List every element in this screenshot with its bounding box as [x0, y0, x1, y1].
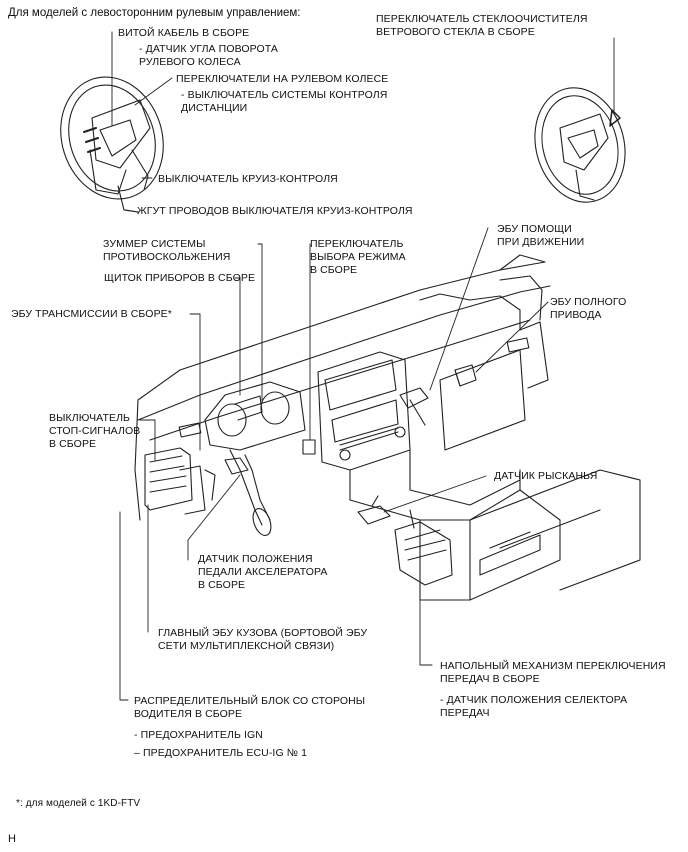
- label-mode-switch-cont2: В СБОРЕ: [310, 264, 358, 276]
- label-buzzer: ЗУММЕР СИСТЕМЫ: [103, 238, 206, 250]
- label-ecm: ЭБУ ТРАНСМИССИИ В СБОРЕ*: [11, 308, 172, 320]
- label-fuse-ign: - ПРЕДОХРАНИТЕЛЬ IGN: [134, 729, 263, 741]
- label-stop-lamp-switch-cont2: В СБОРЕ: [49, 438, 97, 450]
- label-drive-assist-ecu: ЭБУ ПОМОЩИ: [497, 223, 572, 235]
- label-mode-switch-cont: ВЫБОРА РЕЖИМА: [310, 251, 406, 263]
- label-cruise-harness: ЖГУТ ПРОВОДОВ ВЫКЛЮЧАТЕЛЯ КРУИЗ-КОНТРОЛЯ: [137, 205, 413, 217]
- label-shift-lever: НАПОЛЬНЫЙ МЕХАНИЗМ ПЕРЕКЛЮЧЕНИЯ: [440, 660, 666, 672]
- label-yaw-sensor: ДАТЧИК РЫСКАНЬЯ: [494, 470, 598, 482]
- label-shift-sensor-cont: ПЕРЕДАЧ: [440, 707, 490, 719]
- steering-wheel-right-illustration: [534, 87, 626, 203]
- label-steering-pad-switches: ПЕРЕКЛЮЧАТЕЛИ НА РУЛЕВОМ КОЛЕСЕ: [176, 73, 389, 85]
- label-drive-assist-ecu-cont: ПРИ ДВИЖЕНИИ: [497, 236, 585, 248]
- label-wiper-switch: ПЕРЕКЛЮЧАТЕЛЬ СТЕКЛООЧИСТИТЕЛЯ: [376, 13, 588, 25]
- steering-wheel-left-illustration: [60, 76, 164, 213]
- label-mode-switch: ПЕРЕКЛЮЧАТЕЛЬ: [310, 238, 404, 250]
- label-junction-block-cont: ВОДИТЕЛЯ В СБОРЕ: [134, 708, 243, 720]
- label-body-ecu: ГЛАВНЫЙ ЭБУ КУЗОВА (БОРТОВОЙ ЭБУ: [158, 627, 368, 639]
- label-accel-sensor-cont2: В СБОРЕ: [198, 579, 246, 591]
- label-accel-sensor: ДАТЧИК ПОЛОЖЕНИЯ: [198, 553, 313, 565]
- label-awd-ecu-cont: ПРИВОДА: [550, 309, 602, 321]
- leader-lines: [111, 31, 615, 701]
- label-cruise-switch: ВЫКЛЮЧАТЕЛЬ КРУИЗ-КОНТРОЛЯ: [158, 173, 338, 185]
- label-stop-lamp-switch: ВЫКЛЮЧАТЕЛЬ: [49, 412, 131, 424]
- label-body-ecu-cont: СЕТИ МУЛЬТИПЛЕКСНОЙ СВЯЗИ): [158, 640, 335, 652]
- label-junction-block: РАСПРЕДЕЛИТЕЛЬНЫЙ БЛОК СО СТОРОНЫ: [134, 695, 366, 707]
- model-header: Для моделей с левосторонним рулевым упра…: [8, 7, 301, 19]
- label-stop-lamp-switch-cont: СТОП-СИГНАЛОВ: [49, 425, 141, 437]
- label-awd-ecu: ЭБУ ПОЛНОГО: [550, 296, 627, 308]
- label-steering-angle-sensor: - ДАТЧИК УГЛА ПОВОРОТА: [139, 43, 279, 55]
- label-spiral-cable: ВИТОЙ КАБЕЛЬ В СБОРЕ: [118, 27, 250, 39]
- label-buzzer-cont: ПРОТИВОСКОЛЬЖЕНИЯ: [103, 251, 231, 263]
- label-shift-lever-cont: ПЕРЕДАЧ В СБОРЕ: [440, 673, 540, 685]
- label-wiper-switch-cont: ВЕТРОВОГО СТЕКЛА В СБОРЕ: [376, 26, 535, 38]
- label-shift-sensor: - ДАТЧИК ПОЛОЖЕНИЯ СЕЛЕКТОРА: [440, 694, 628, 706]
- label-distance-control-switch-cont: ДИСТАНЦИИ: [181, 102, 248, 114]
- label-steering-angle-sensor-cont: РУЛЕВОГО КОЛЕСА: [139, 56, 241, 68]
- label-meter: ЩИТОК ПРИБОРОВ В СБОРЕ: [104, 272, 256, 284]
- corner-mark: H: [8, 833, 17, 845]
- label-accel-sensor-cont: ПЕДАЛИ АКСЕЛЕРАТОРА: [198, 566, 328, 578]
- label-distance-control-switch: - ВЫКЛЮЧАТЕЛЬ СИСТЕМЫ КОНТРОЛЯ: [181, 89, 388, 101]
- label-fuse-ecu-ig: – ПРЕДОХРАНИТЕЛЬ ECU-IG № 1: [134, 747, 308, 759]
- dashboard-illustration: [134, 254, 641, 601]
- footnote: *: для моделей с 1KD-FTV: [16, 798, 141, 809]
